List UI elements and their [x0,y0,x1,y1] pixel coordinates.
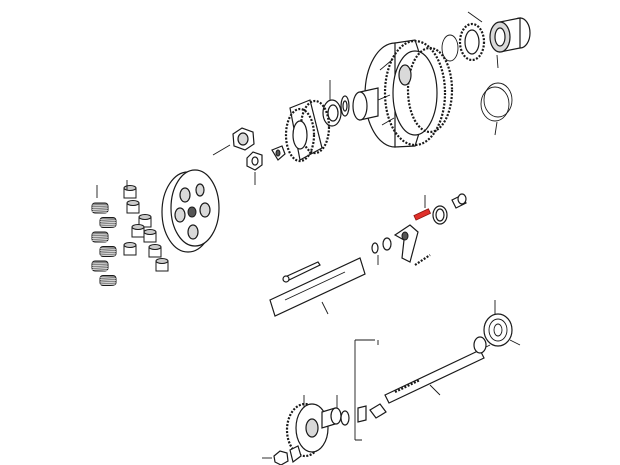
clutch-spring[interactable] [99,246,117,257]
spring-cup[interactable] [143,229,157,243]
return-spring[interactable] [414,254,431,266]
lock-washer[interactable] [246,151,263,185]
clutch-spring[interactable] [91,260,109,272]
leader-line [467,11,499,69]
spring-cup[interactable] [148,244,162,258]
spring-cup[interactable] [123,185,137,199]
bearing[interactable] [352,87,379,121]
clutch-springs [91,202,117,286]
lower-tab-washer[interactable] [289,445,302,464]
pressure-plate[interactable] [161,169,220,253]
adjuster-screw[interactable] [451,193,467,209]
pin-highlighted[interactable] [413,208,432,221]
gear-bushing[interactable] [321,407,342,429]
pushrod[interactable] [282,261,321,283]
release-lever[interactable] [393,224,419,263]
shaft-bushing[interactable] [473,336,487,354]
starter-gear[interactable] [285,402,329,458]
leader-line [96,180,128,198]
clutch-spring[interactable] [99,275,117,286]
spring-cup[interactable] [123,242,137,256]
spring-cup[interactable] [155,258,169,272]
bushing[interactable] [357,405,367,423]
nut[interactable] [232,127,255,151]
sprag-clip[interactable] [369,403,387,419]
sleeve[interactable] [489,17,531,53]
clutch-spring[interactable] [91,231,109,243]
small-washers[interactable] [371,237,392,265]
shim-plate[interactable] [269,257,366,317]
clutch-hub[interactable] [284,99,331,163]
spring-ring[interactable] [480,82,513,136]
spring-cups [123,185,169,272]
leader-line [212,144,231,156]
main-shaft[interactable] [384,344,491,404]
spring-cup[interactable] [126,200,140,214]
gear-ring[interactable] [458,22,486,62]
spring-cup[interactable] [131,224,145,238]
lower-nut[interactable] [262,450,289,465]
spring-cup[interactable] [138,214,152,228]
washer[interactable] [340,95,350,117]
spacer[interactable] [340,410,350,426]
clutch-spring[interactable] [99,217,117,228]
clutch-basket[interactable] [364,39,454,148]
clutch-spring[interactable] [91,202,109,214]
circlip[interactable] [441,34,459,62]
leader-line [354,339,379,441]
seal-ring[interactable] [432,205,448,225]
tab-washer[interactable] [271,145,286,161]
coil-spring-assembly[interactable] [483,300,521,347]
